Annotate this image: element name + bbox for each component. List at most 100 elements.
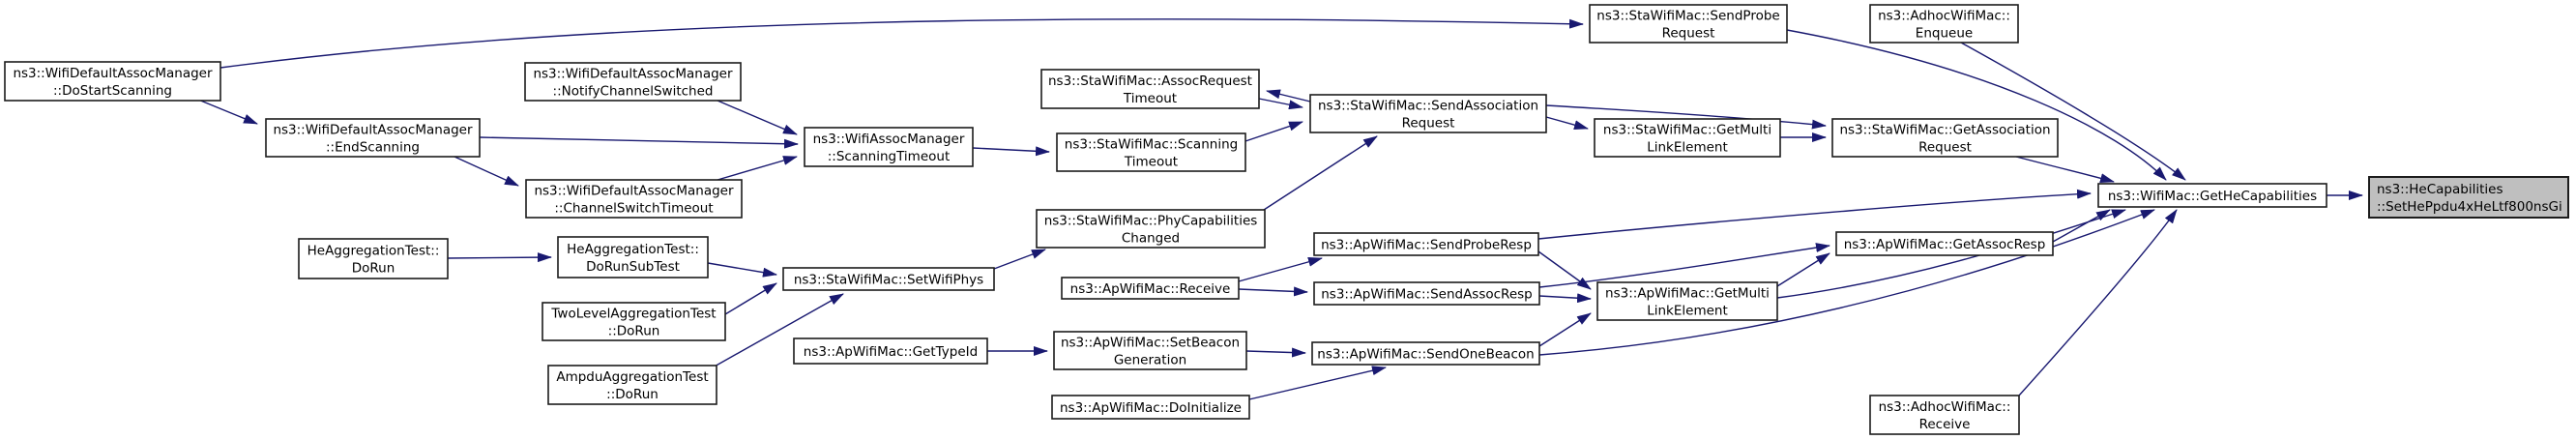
edge-sta-send-probe-request-to-get-he-capabilities bbox=[1786, 29, 2167, 181]
node-box bbox=[4, 61, 221, 102]
edge-ap-send-probe-resp-to-get-he-capabilities bbox=[1537, 189, 2092, 240]
node-label: ns3::ApWifiMac::SendOneBeacon bbox=[1317, 347, 1534, 363]
edge-sta-scanning-timeout-to-send-association-request bbox=[1244, 121, 1303, 142]
edge-end-scanning-to-wam-scanning-timeout bbox=[479, 136, 799, 149]
node-ap-send-probe-resp[interactable]: ns3::ApWifiMac::SendProbeResp bbox=[1313, 232, 1539, 256]
node-label: ns3::WifiDefaultAssocManager::NotifyChan… bbox=[533, 67, 733, 100]
node-adhoc-receive[interactable]: ns3::AdhocWifiMac::Receive bbox=[1869, 395, 2020, 435]
node-label: ns3::AdhocWifiMac::Receive bbox=[1879, 399, 2011, 432]
node-box bbox=[2368, 176, 2569, 219]
node-box bbox=[1869, 4, 2019, 44]
edge-ap-send-assoc-resp-to-ap-get-multi-link-element bbox=[1538, 293, 1592, 304]
edge-he-aggregation-do-run-to-he-aggregation-do-run-sub-test bbox=[447, 252, 552, 263]
edge-adhoc-receive-to-get-he-capabilities bbox=[2018, 209, 2178, 396]
node-ap-send-assoc-resp[interactable]: ns3::ApWifiMac::SendAssocResp bbox=[1313, 281, 1540, 306]
node-label: ns3::AdhocWifiMac::Enqueue bbox=[1878, 9, 2010, 42]
node-box bbox=[2097, 183, 2327, 208]
node-box bbox=[1869, 395, 2020, 435]
node-ap-receive[interactable]: ns3::ApWifiMac::Receive bbox=[1061, 277, 1240, 300]
edge-ap-get-multi-link-element-to-ap-get-assoc-resp bbox=[1776, 252, 1830, 287]
edge-ap-receive-to-ap-send-probe-resp bbox=[1238, 256, 1323, 282]
node-notify-channel-switched[interactable]: ns3::WifiDefaultAssocManager::NotifyChan… bbox=[524, 62, 742, 102]
node-end-scanning[interactable]: ns3::WifiDefaultAssocManager::EndScannin… bbox=[265, 118, 481, 158]
edge-sta-assoc-request-timeout-to-send-association-request bbox=[1258, 98, 1303, 110]
node-he-aggregation-do-run[interactable]: HeAggregationTest::DoRun bbox=[298, 238, 449, 279]
edge-end-scanning-to-channel-switch-timeout bbox=[454, 156, 519, 187]
edge-notify-channel-switched-to-wam-scanning-timeout bbox=[717, 100, 798, 135]
edge-do-start-scanning-to-sta-send-probe-request bbox=[220, 18, 1584, 69]
node-ap-get-assoc-resp[interactable]: ns3::ApWifiMac::GetAssocResp bbox=[1835, 231, 2054, 256]
node-ap-do-initialize[interactable]: ns3::ApWifiMac::DoInitialize bbox=[1051, 395, 1250, 420]
edge-ap-send-one-beacon-to-ap-get-multi-link-element bbox=[1538, 312, 1592, 347]
node-ampdu-aggregation-do-run[interactable]: AmpduAggregationTest::DoRun bbox=[547, 365, 717, 405]
node-he-aggregation-do-run-sub-test[interactable]: HeAggregationTest::DoRunSubTest bbox=[557, 236, 709, 279]
node-label: ns3::HeCapabilities::SetHePpdu4xHeLtf800… bbox=[2377, 182, 2562, 215]
node-ap-send-one-beacon[interactable]: ns3::ApWifiMac::SendOneBeacon bbox=[1311, 341, 1540, 366]
node-box bbox=[1053, 331, 1247, 370]
node-box bbox=[1835, 231, 2054, 256]
edge-send-association-request-to-sta-get-association-request bbox=[1545, 104, 1827, 130]
edge-two-level-aggregation-do-run-to-sta-set-wifi-phys bbox=[724, 282, 777, 315]
edge-send-association-request-to-sta-get-multi-link-element bbox=[1545, 116, 1589, 131]
node-label: ns3::ApWifiMac::DoInitialize bbox=[1060, 400, 1242, 416]
node-wam-scanning-timeout[interactable]: ns3::WifiAssocManager::ScanningTimeout bbox=[804, 127, 974, 167]
node-sta-set-wifi-phys[interactable]: ns3::StaWifiMac::SetWifiPhys bbox=[782, 267, 995, 291]
node-box bbox=[542, 302, 726, 341]
edge-ampdu-aggregation-do-run-to-sta-set-wifi-phys bbox=[712, 293, 844, 368]
node-label: ns3::ApWifiMac::GetTypeId bbox=[804, 344, 978, 360]
edge-phy-capabilities-changed-to-send-association-request bbox=[1263, 135, 1378, 211]
node-box bbox=[1313, 232, 1539, 256]
node-box bbox=[793, 337, 988, 365]
node-box bbox=[524, 62, 742, 102]
node-adhoc-enqueue[interactable]: ns3::AdhocWifiMac::Enqueue bbox=[1869, 4, 2019, 44]
node-channel-switch-timeout[interactable]: ns3::WifiDefaultAssocManager::ChannelSwi… bbox=[525, 179, 743, 219]
node-get-he-capabilities[interactable]: ns3::WifiMac::GetHeCapabilities bbox=[2097, 183, 2327, 208]
node-box bbox=[804, 127, 974, 167]
edge-ap-do-initialize-to-ap-send-one-beacon bbox=[1248, 366, 1387, 400]
node-label: ns3::ApWifiMac::Receive bbox=[1070, 281, 1231, 297]
node-box bbox=[1311, 341, 1540, 366]
node-do-start-scanning[interactable]: ns3::WifiDefaultAssocManager::DoStartSca… bbox=[4, 61, 221, 102]
node-box bbox=[1051, 395, 1250, 420]
edge-ap-send-assoc-resp-to-ap-get-assoc-resp bbox=[1538, 243, 1830, 288]
node-box bbox=[1594, 118, 1781, 158]
node-label: ns3::ApWifiMac::GetAssocResp bbox=[1844, 237, 2046, 252]
node-box bbox=[525, 179, 743, 219]
node-label: ns3::WifiDefaultAssocManager::EndScannin… bbox=[273, 123, 473, 156]
node-ap-get-type-id[interactable]: ns3::ApWifiMac::GetTypeId bbox=[793, 337, 988, 365]
node-box bbox=[1596, 281, 1778, 321]
edge-ap-receive-to-ap-send-assoc-resp bbox=[1238, 286, 1308, 297]
node-box bbox=[1589, 4, 1788, 44]
node-box bbox=[265, 118, 481, 158]
node-label: ns3::ApWifiMac::SendAssocResp bbox=[1321, 287, 1533, 303]
node-two-level-aggregation-do-run[interactable]: TwoLevelAggregationTest::DoRun bbox=[542, 302, 726, 341]
node-label: ns3::WifiAssocManager::ScanningTimeout bbox=[813, 132, 965, 164]
node-box bbox=[557, 236, 709, 279]
node-box bbox=[782, 267, 995, 291]
node-label: ns3::WifiMac::GetHeCapabilities bbox=[2108, 189, 2317, 204]
node-box bbox=[1056, 132, 1246, 172]
node-set-he-ppdu-4x-he-ltf-800ns-gi: ns3::HeCapabilities::SetHePpdu4xHeLtf800… bbox=[2368, 176, 2569, 219]
node-label: ns3::ApWifiMac::SendProbeResp bbox=[1321, 238, 1532, 253]
edge-ap-send-probe-resp-to-ap-get-multi-link-element bbox=[1537, 250, 1592, 290]
node-box bbox=[298, 238, 449, 279]
edge-wam-scanning-timeout-to-sta-scanning-timeout bbox=[972, 146, 1050, 157]
edge-ap-get-assoc-resp-to-get-he-capabilities bbox=[2052, 209, 2111, 243]
node-label: AmpduAggregationTest::DoRun bbox=[556, 369, 708, 402]
node-label: ns3::StaWifiMac::SetWifiPhys bbox=[794, 273, 983, 288]
